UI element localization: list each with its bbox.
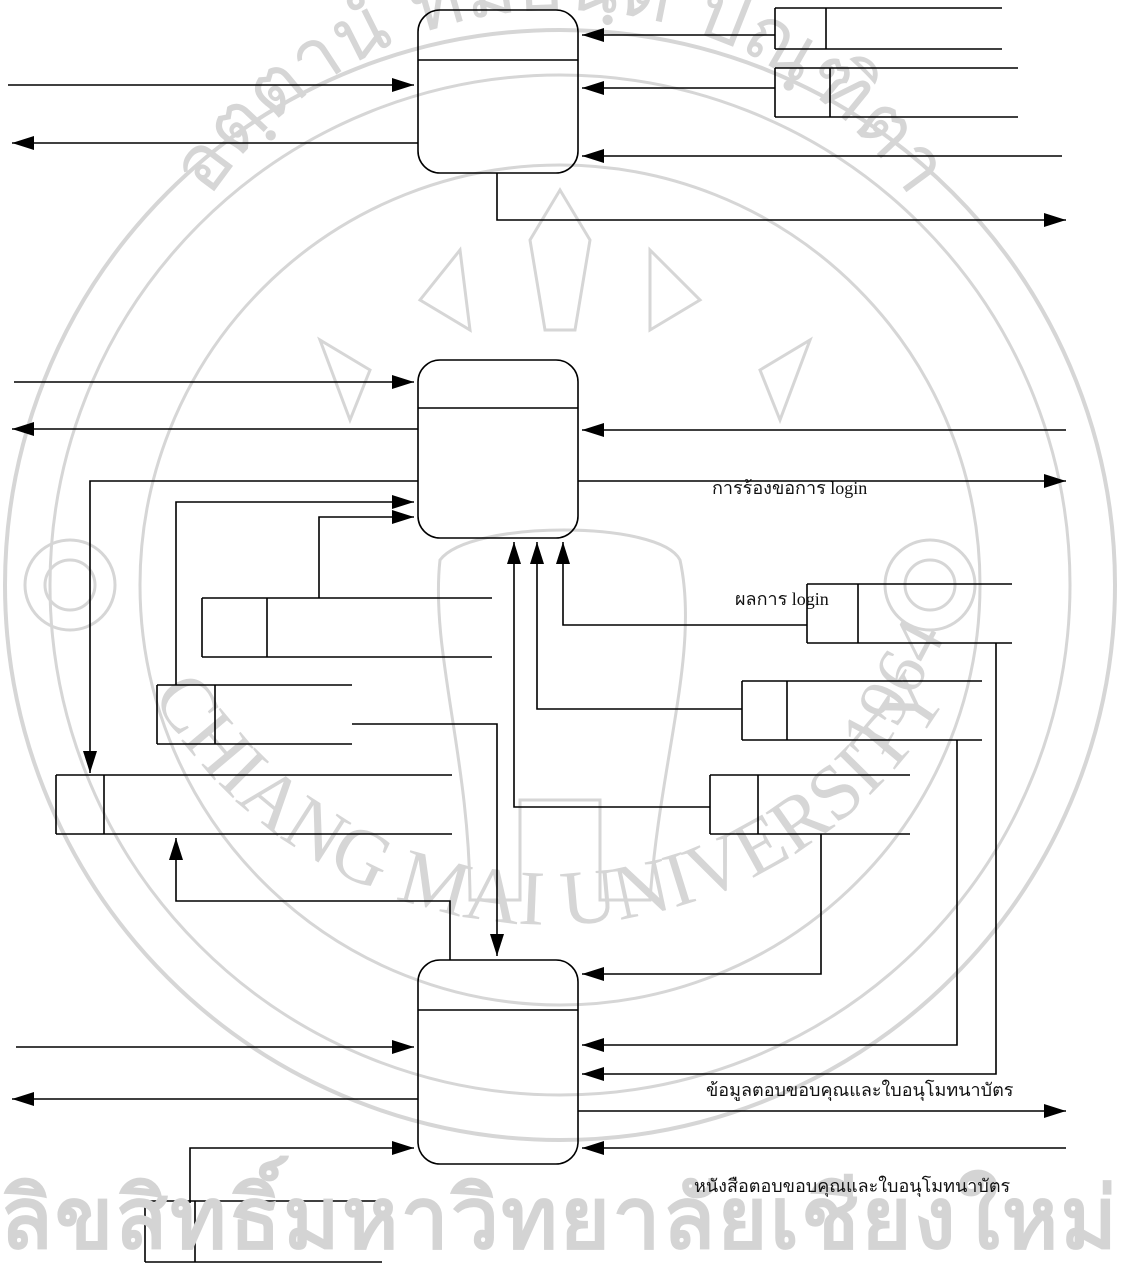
university-seal-watermark [5,30,1115,1140]
flow-process1-to-right [497,173,1066,220]
data-store-2b [202,598,492,657]
label-thanks-letter: หนังสือตอบขอบคุณและใบอนุโมทนาบัตร [694,1177,1010,1195]
label-thanks-data: ข้อมูลตอบขอบคุณและใบอนุโมทนาบัตร [706,1081,1013,1099]
process-3 [418,960,578,1164]
process-2 [418,360,578,538]
flower-ornament-left [25,540,115,630]
label-login-result: ผลการ login [735,590,829,608]
flow-store2b-to-process2 [319,517,414,598]
label-login-request: การร้องขอการ login [712,479,867,497]
